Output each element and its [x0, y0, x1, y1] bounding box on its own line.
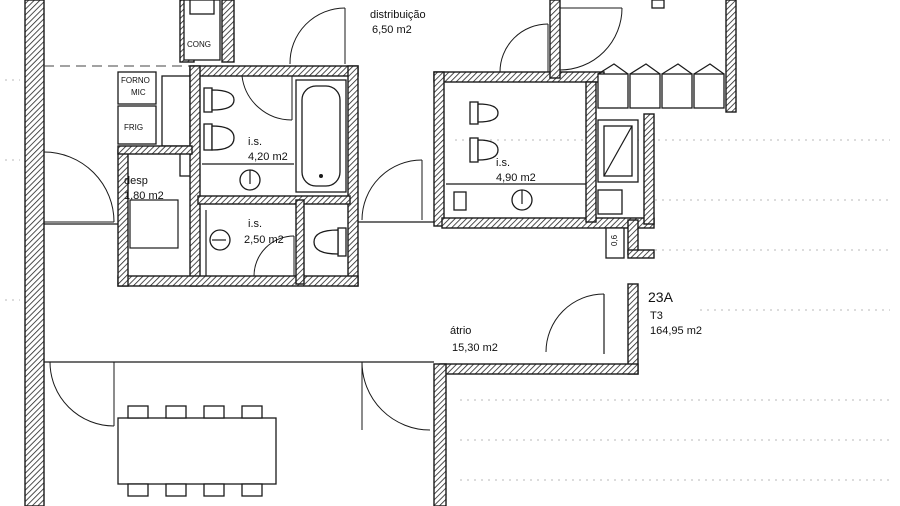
unit-number: 23A	[648, 289, 674, 305]
room-area-atrio: 15,30 m2	[452, 342, 498, 354]
dining-table	[117, 405, 277, 497]
atrio-walls	[44, 283, 639, 506]
bathtub	[295, 79, 347, 193]
desp-cabinet	[129, 199, 179, 249]
shaft-box: 0,6	[605, 227, 625, 259]
bathroom-fixtures-right	[446, 101, 639, 215]
label-forno: FORNO	[121, 76, 150, 85]
exterior-wall-left	[24, 0, 45, 506]
room-name-distribuicao: distribuição	[370, 9, 426, 21]
kitchen-appliances	[117, 0, 221, 177]
balcony-railing	[597, 63, 725, 109]
room-name-atrio: átrio	[450, 325, 471, 337]
room-name-desp: desp	[124, 175, 148, 187]
unit-type: T3	[650, 310, 663, 322]
door-swings-left	[43, 7, 423, 277]
room-area-is-b: 2,50 m2	[244, 234, 284, 246]
room-name-is-a: i.s.	[248, 136, 262, 148]
unit-area: 164,95 m2	[650, 325, 702, 337]
room-area-desp: 1,80 m2	[124, 190, 164, 202]
label-cong: CONG	[187, 40, 211, 49]
wall-top-kitchen-b	[221, 0, 235, 63]
label-mic: MIC	[131, 88, 146, 97]
bathroom-block-left	[117, 65, 359, 287]
shaft-label: 0,6	[610, 234, 619, 246]
bathroom-fixtures-left	[202, 87, 347, 276]
room-area-distribuicao: 6,50 m2	[372, 24, 412, 36]
room-name-is-c: i.s.	[496, 157, 510, 169]
scan-noise	[5, 79, 890, 481]
label-frig: FRIG	[124, 123, 143, 132]
room-name-is-b: i.s.	[248, 218, 262, 230]
bathroom-block-right	[433, 0, 737, 259]
room-area-is-a: 4,20 m2	[248, 151, 288, 163]
room-area-is-c: 4,90 m2	[496, 172, 536, 184]
door-swings-living	[49, 361, 431, 431]
